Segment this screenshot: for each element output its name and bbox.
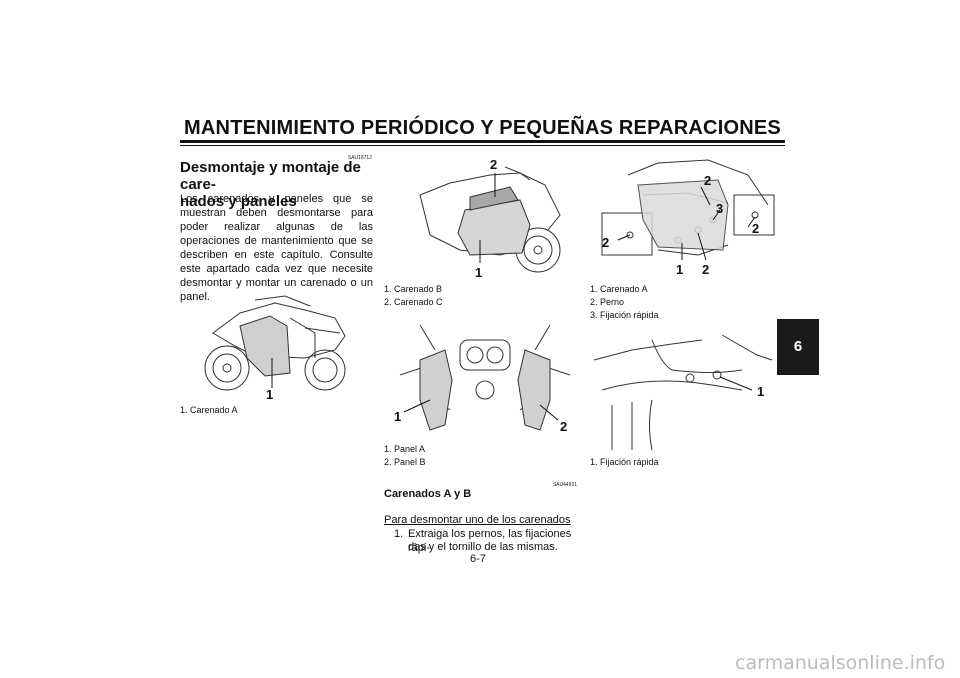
carenados-title: Carenados A y B [384,488,472,500]
figure-fijacion-rapida: 1 [593,334,773,450]
fig3-callout-2: 2 [560,419,567,434]
chapter-tab: 6 [777,319,819,375]
step-text-line1: Extraiga los pernos, las fijaciones rápi… [408,528,572,554]
page-number: 6-7 [470,553,486,565]
header-rule-thin [180,145,785,146]
figure-panel-a-b: 1 2 [394,324,571,434]
fig1-caption-1: 1. Carenado A [180,405,238,415]
fig4-callout-2d: 2 [702,262,709,277]
fig2-callout-1: 1 [475,265,482,280]
section-title-line1: Desmontaje y montaje de care- [180,159,361,193]
fig3-callout-1: 1 [394,409,401,424]
carenados-subtitle: Para desmontar uno de los carenados [384,514,571,526]
header-rule [180,140,785,143]
section-body: Los carenados y paneles que se muestran … [180,193,373,303]
fig4-callout-3: 3 [716,201,723,216]
fig2-caption-2: 2. Carenado C [384,297,443,307]
fig1-callout-1: 1 [266,387,273,400]
fig4-caption-2: 2. Perno [590,297,625,307]
step-text-line2: das y el tornillo de las mismas. [408,541,558,553]
fig4-callout-1: 1 [676,262,683,277]
fig5-callout-1: 1 [757,384,764,399]
figure-carenado-a: 1 [204,295,346,400]
fig3-caption-1: 1. Panel A [384,444,426,454]
section-heading: Desmontaje y montaje de care- nados y pa… [180,159,375,210]
page-header-title: MANTENIMIENTO PERIÓDICO Y PEQUEÑAS REPAR… [184,117,781,139]
section-title-line2: nados y paneles [180,193,297,210]
figure-carenado-b-c: 2 1 [419,157,561,280]
step-number: 1. [394,528,404,540]
fig4-caption-1: 1. Carenado A [590,284,648,294]
fig4-callout-2c: 2 [752,221,759,236]
fig3-caption-2: 2. Panel B [384,457,426,467]
fig2-callout-2: 2 [490,157,497,172]
fig4-callout-2b: 2 [602,235,609,250]
fig4-callout-2a: 2 [704,173,711,188]
watermark: carmanualsonline.info [735,652,946,674]
fig2-caption-1: 1. Carenado B [384,284,443,294]
fig4-caption-3: 3. Fijación rápida [590,310,659,320]
carenados-code: SAU44931 [552,482,577,488]
fig5-caption-1: 1. Fijación rápida [590,457,659,467]
section-code: SAU18712 [347,155,372,161]
figure-carenado-a-detail: 2 3 2 2 1 2 [601,159,775,277]
